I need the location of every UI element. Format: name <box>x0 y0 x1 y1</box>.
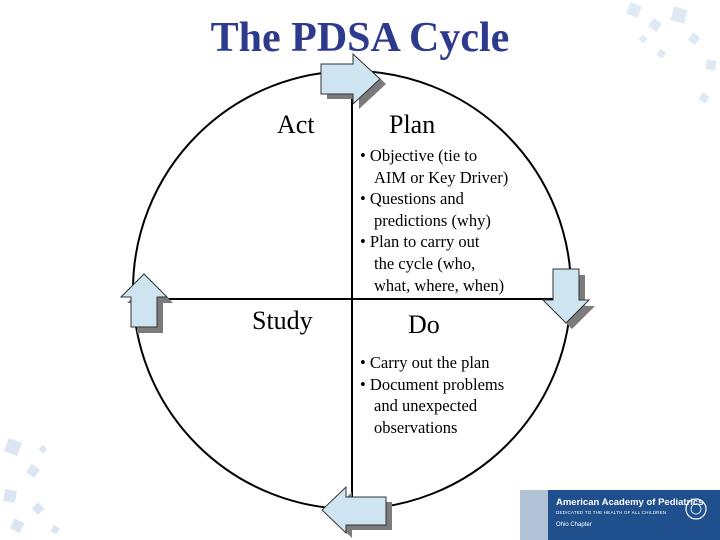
aap-logo: American Academy of Pediatrics DEDICATED… <box>556 497 704 528</box>
plan-bullet-continuation: AIM or Key Driver) <box>374 167 509 187</box>
quadrant-label-plan: Plan <box>389 110 436 139</box>
plan-bullet-continuation: the cycle (who, <box>374 253 476 273</box>
do-bullet-list: • Carry out the plan • Document problems… <box>360 352 504 438</box>
aap-seal-inner-icon <box>690 503 702 515</box>
do-bullet-continuation: observations <box>374 417 458 437</box>
decorative-pattern-bottom-left <box>3 438 60 535</box>
plan-bullet-item: • Questions and predictions (why) <box>360 188 508 231</box>
do-bullet-continuation: and unexpected <box>374 396 478 416</box>
plan-bullet-text: Questions and <box>369 189 464 209</box>
logo-chapter: Ohio Chapter <box>556 522 592 528</box>
aap-seal-icon <box>685 498 707 520</box>
plan-bullet-text: Plan to carry out <box>369 232 480 252</box>
right-down-arrow-icon <box>541 268 595 329</box>
plan-bullet-list: • Objective (tie to AIM or Key Driver) •… <box>360 145 508 296</box>
top-right-arrow-icon <box>320 52 386 109</box>
quadrant-label-act: Act <box>277 110 315 139</box>
logo-tagline: DEDICATED TO THE HEALTH OF ALL CHILDREN <box>556 510 667 515</box>
quadrant-label-study: Study <box>252 306 313 335</box>
do-bullet-text: Carry out the plan <box>369 353 490 372</box>
do-bullet-text: Document problems <box>369 374 505 394</box>
do-bullet-item: • Carry out the plan <box>360 353 490 372</box>
left-up-arrow-icon <box>119 273 173 333</box>
slide-title: The PDSA Cycle <box>210 15 510 61</box>
do-bullet-item: • Document problems and unexpected obser… <box>360 374 505 437</box>
plan-bullet-item: • Objective (tie to AIM or Key Driver) <box>360 146 509 187</box>
plan-bullet-item: • Plan to carry out the cycle (who, what… <box>360 231 508 296</box>
plan-bullet-continuation: predictions (why) <box>374 210 491 230</box>
footer-logo-bar-fade <box>520 490 548 540</box>
plan-bullet-text: Objective (tie to <box>369 146 478 165</box>
quadrant-label-do: Do <box>408 310 440 339</box>
footer-logo-bar <box>548 490 720 540</box>
bottom-left-arrow-icon <box>321 485 392 538</box>
plan-bullet-continuation: what, where, when) <box>374 275 505 295</box>
logo-organization-name: American Academy of Pediatrics <box>556 497 704 508</box>
